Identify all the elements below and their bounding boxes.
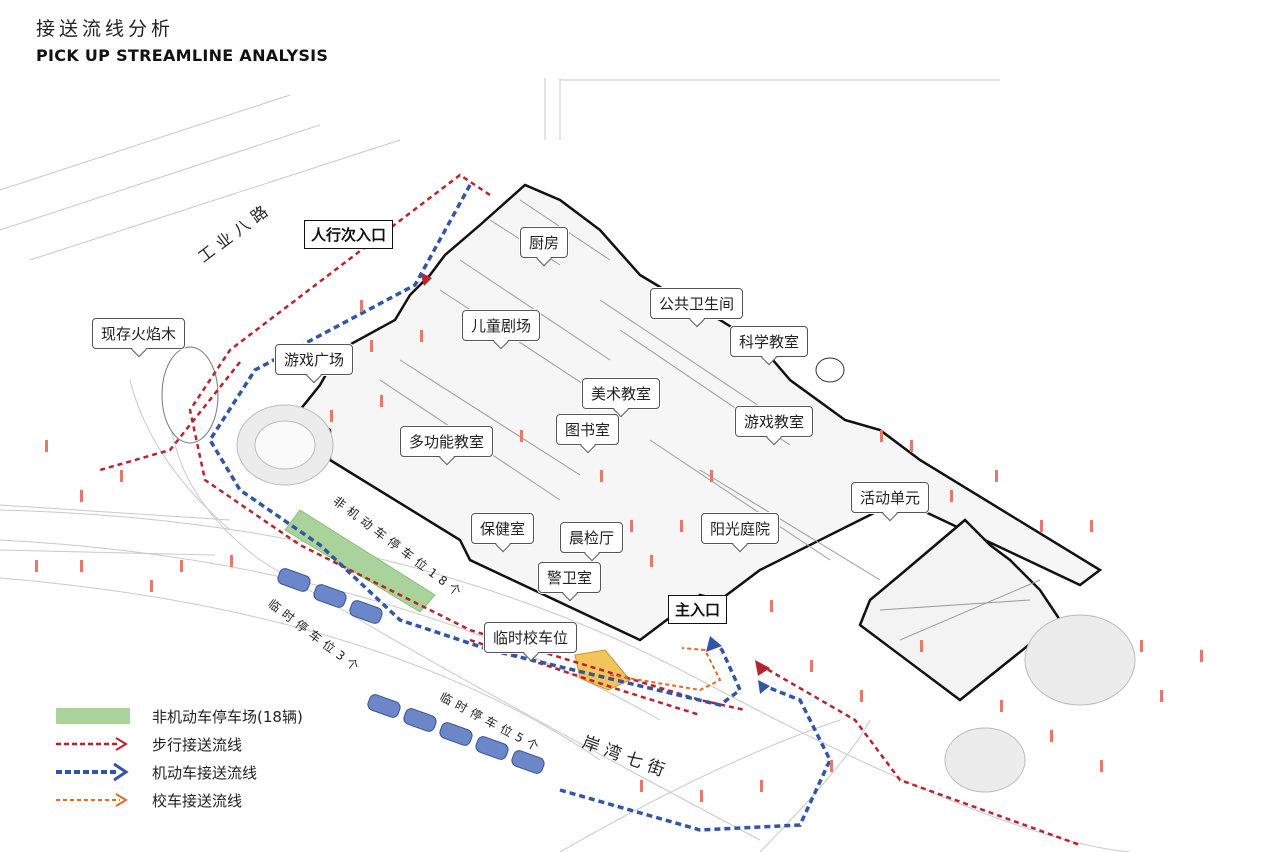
legend-row-vehicle: 机动车接送流线 (56, 758, 303, 786)
vehicle-arrow-return (758, 680, 770, 694)
vehicle-arrow-main (706, 636, 722, 652)
callout-sun-court: 阳光庭院 (701, 513, 780, 544)
callout-toilet: 公共卫生间 (650, 288, 744, 319)
legend-label-vehicle: 机动车接送流线 (152, 763, 258, 782)
title-chinese: 接送流线分析 (36, 18, 175, 40)
legend-row-bus: 校车接送流线 (56, 786, 303, 814)
road-lines (0, 78, 1131, 852)
callout-kitchen: 厨房 (520, 227, 569, 258)
legend-label-bus: 校车接送流线 (152, 791, 243, 810)
callout-morning-check: 晨检厅 (560, 522, 624, 553)
callout-activity: 活动单元 (851, 482, 930, 513)
legend-label-walk: 步行接送流线 (152, 735, 243, 754)
bus-route (609, 647, 722, 692)
legend-row-walk: 步行接送流线 (56, 730, 303, 758)
bike-parking-area (284, 509, 436, 613)
legend-swatch-bus (56, 789, 130, 811)
trees (35, 300, 1203, 802)
walk-route (99, 173, 1081, 847)
entry-main: 主入口 (668, 595, 728, 624)
courtyards (161, 346, 1136, 793)
temp-parking-5 (367, 694, 545, 774)
legend-swatch-walk (56, 733, 130, 755)
callout-science: 科学教室 (730, 326, 809, 357)
callout-theater: 儿童剧场 (462, 310, 541, 341)
callout-health: 保健室 (471, 513, 535, 544)
callout-art: 美术教室 (582, 378, 661, 409)
callout-library: 图书室 (556, 414, 620, 445)
callout-guard: 警卫室 (538, 562, 602, 593)
title-english: PICK UP STREAMLINE ANALYSIS (36, 46, 329, 65)
walk-arrow-main (755, 660, 770, 676)
legend: 非机动车停车场(18辆) 步行接送流线 机动车接送流线 校车接送流线 (56, 702, 303, 814)
legend-swatch-bike (56, 705, 130, 727)
callout-tree: 现存火焰木 (92, 318, 186, 349)
walk-arrow (420, 272, 432, 286)
callout-bus-spot: 临时校车位 (484, 622, 578, 653)
building-activity-unit (858, 518, 1062, 702)
callout-playground: 游戏广场 (275, 344, 354, 375)
legend-swatch-vehicle (56, 761, 130, 783)
entry-pedestrian-secondary: 人行次入口 (304, 220, 394, 249)
callout-multi: 多功能教室 (400, 426, 494, 457)
callout-game-room: 游戏教室 (735, 406, 814, 437)
legend-row-bike: 非机动车停车场(18辆) (56, 702, 303, 730)
legend-label-bike: 非机动车停车场(18辆) (152, 707, 303, 726)
temp-parking-3 (277, 568, 383, 624)
